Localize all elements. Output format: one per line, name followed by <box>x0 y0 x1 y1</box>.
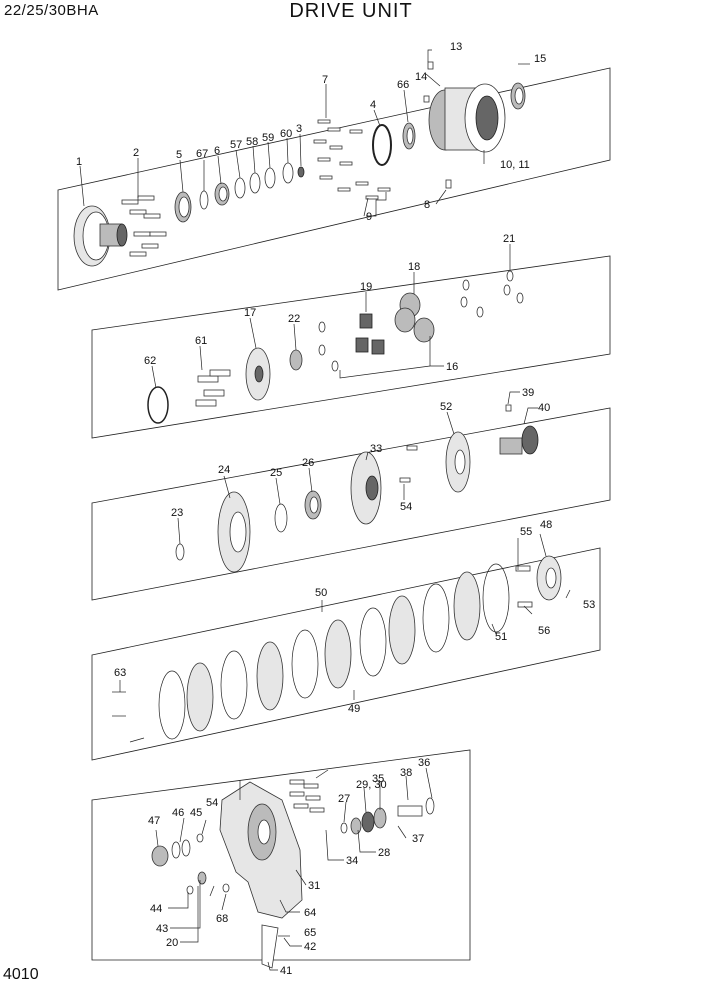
callout-51: 53 <box>583 599 595 611</box>
callout-36: 38 <box>400 767 412 779</box>
callout-52b: 54 <box>206 797 218 809</box>
callout-12: 13 <box>450 41 462 53</box>
callout-9: 9 <box>366 211 372 223</box>
callout-59: 61 <box>195 335 207 347</box>
callout-32: 34 <box>346 855 358 867</box>
frame-row-4 <box>91 547 601 761</box>
callout-63: 65 <box>304 927 316 939</box>
callout-62: 64 <box>304 907 316 919</box>
row4-parts <box>112 555 562 743</box>
callout-52a: 54 <box>400 501 412 513</box>
callout-2: 2 <box>133 147 139 159</box>
callout-64: 66 <box>397 79 409 91</box>
callout-28: 29, 30 <box>356 779 387 791</box>
callout-17: 18 <box>408 261 420 273</box>
callout-60: 62 <box>144 355 156 367</box>
callout-35: 37 <box>412 833 424 845</box>
callout-4: 4 <box>370 99 376 111</box>
callout-42: 44 <box>150 903 162 915</box>
callout-16: 17 <box>244 307 256 319</box>
callout-7: 7 <box>322 74 328 86</box>
callout-46: 48 <box>540 519 552 531</box>
callout-40: 42 <box>304 941 316 953</box>
callout-44: 46 <box>172 807 184 819</box>
callout-8: 8 <box>424 199 430 211</box>
callout-48: 50 <box>315 587 327 599</box>
row5-parts <box>151 779 435 969</box>
callout-50: 52 <box>440 401 452 413</box>
row2-parts <box>147 270 524 424</box>
callout-66: 68 <box>216 913 228 925</box>
callout-57: 59 <box>262 132 274 144</box>
callout-37: 39 <box>522 387 534 399</box>
callout-3: 3 <box>296 123 302 135</box>
callout-53: 55 <box>520 526 532 538</box>
callout-54: 56 <box>538 625 550 637</box>
callout-15: 16 <box>446 361 458 373</box>
callout-18: 19 <box>360 281 372 293</box>
callout-25: 26 <box>302 457 314 469</box>
callout-58: 60 <box>280 128 292 140</box>
callout-5: 5 <box>176 149 182 161</box>
callout-21: 22 <box>288 313 300 325</box>
callout-45: 47 <box>148 815 160 827</box>
callout-56: 58 <box>246 136 258 148</box>
frame-row-5 <box>91 749 471 961</box>
callout-20: 21 <box>503 233 515 245</box>
callout-65: 67 <box>196 148 208 160</box>
callout-34: 36 <box>418 757 430 769</box>
callout-27: 28 <box>378 847 390 859</box>
leader-lines <box>79 49 571 971</box>
row3-parts <box>175 404 539 573</box>
page-number: 4010 <box>3 966 39 983</box>
callout-19: 20 <box>166 937 178 949</box>
callout-23: 24 <box>218 464 230 476</box>
callout-43: 45 <box>190 807 202 819</box>
callout-38: 40 <box>538 402 550 414</box>
callout-labels: 1 2 5 67 6 57 58 59 60 3 7 4 66 14 13 15… <box>76 41 595 977</box>
callout-47: 49 <box>348 703 360 715</box>
callout-6: 6 <box>214 145 220 157</box>
frame-row-3 <box>91 407 611 601</box>
callout-13: 14 <box>415 71 427 83</box>
callout-41: 43 <box>156 923 168 935</box>
frame-row-1 <box>57 67 611 291</box>
callout-22: 23 <box>171 507 183 519</box>
callout-55: 57 <box>230 139 242 151</box>
callout-24: 25 <box>270 467 282 479</box>
callout-61: 63 <box>114 667 126 679</box>
callout-33: 35 <box>372 773 384 785</box>
page-title: DRIVE UNIT <box>289 0 413 22</box>
callout-10-11: 10, 11 <box>500 159 530 171</box>
callout-1: 1 <box>76 156 82 168</box>
callout-26: 27 <box>338 793 350 805</box>
callout-14: 15 <box>534 53 546 65</box>
frame-row-2 <box>91 255 611 439</box>
callout-49: 51 <box>495 631 507 643</box>
model-label: 22/25/30BHA <box>4 2 99 19</box>
callout-31: 33 <box>370 443 382 455</box>
callout-39: 41 <box>280 965 292 977</box>
callout-29-30: 31 <box>308 880 320 892</box>
row1-parts <box>73 61 526 267</box>
